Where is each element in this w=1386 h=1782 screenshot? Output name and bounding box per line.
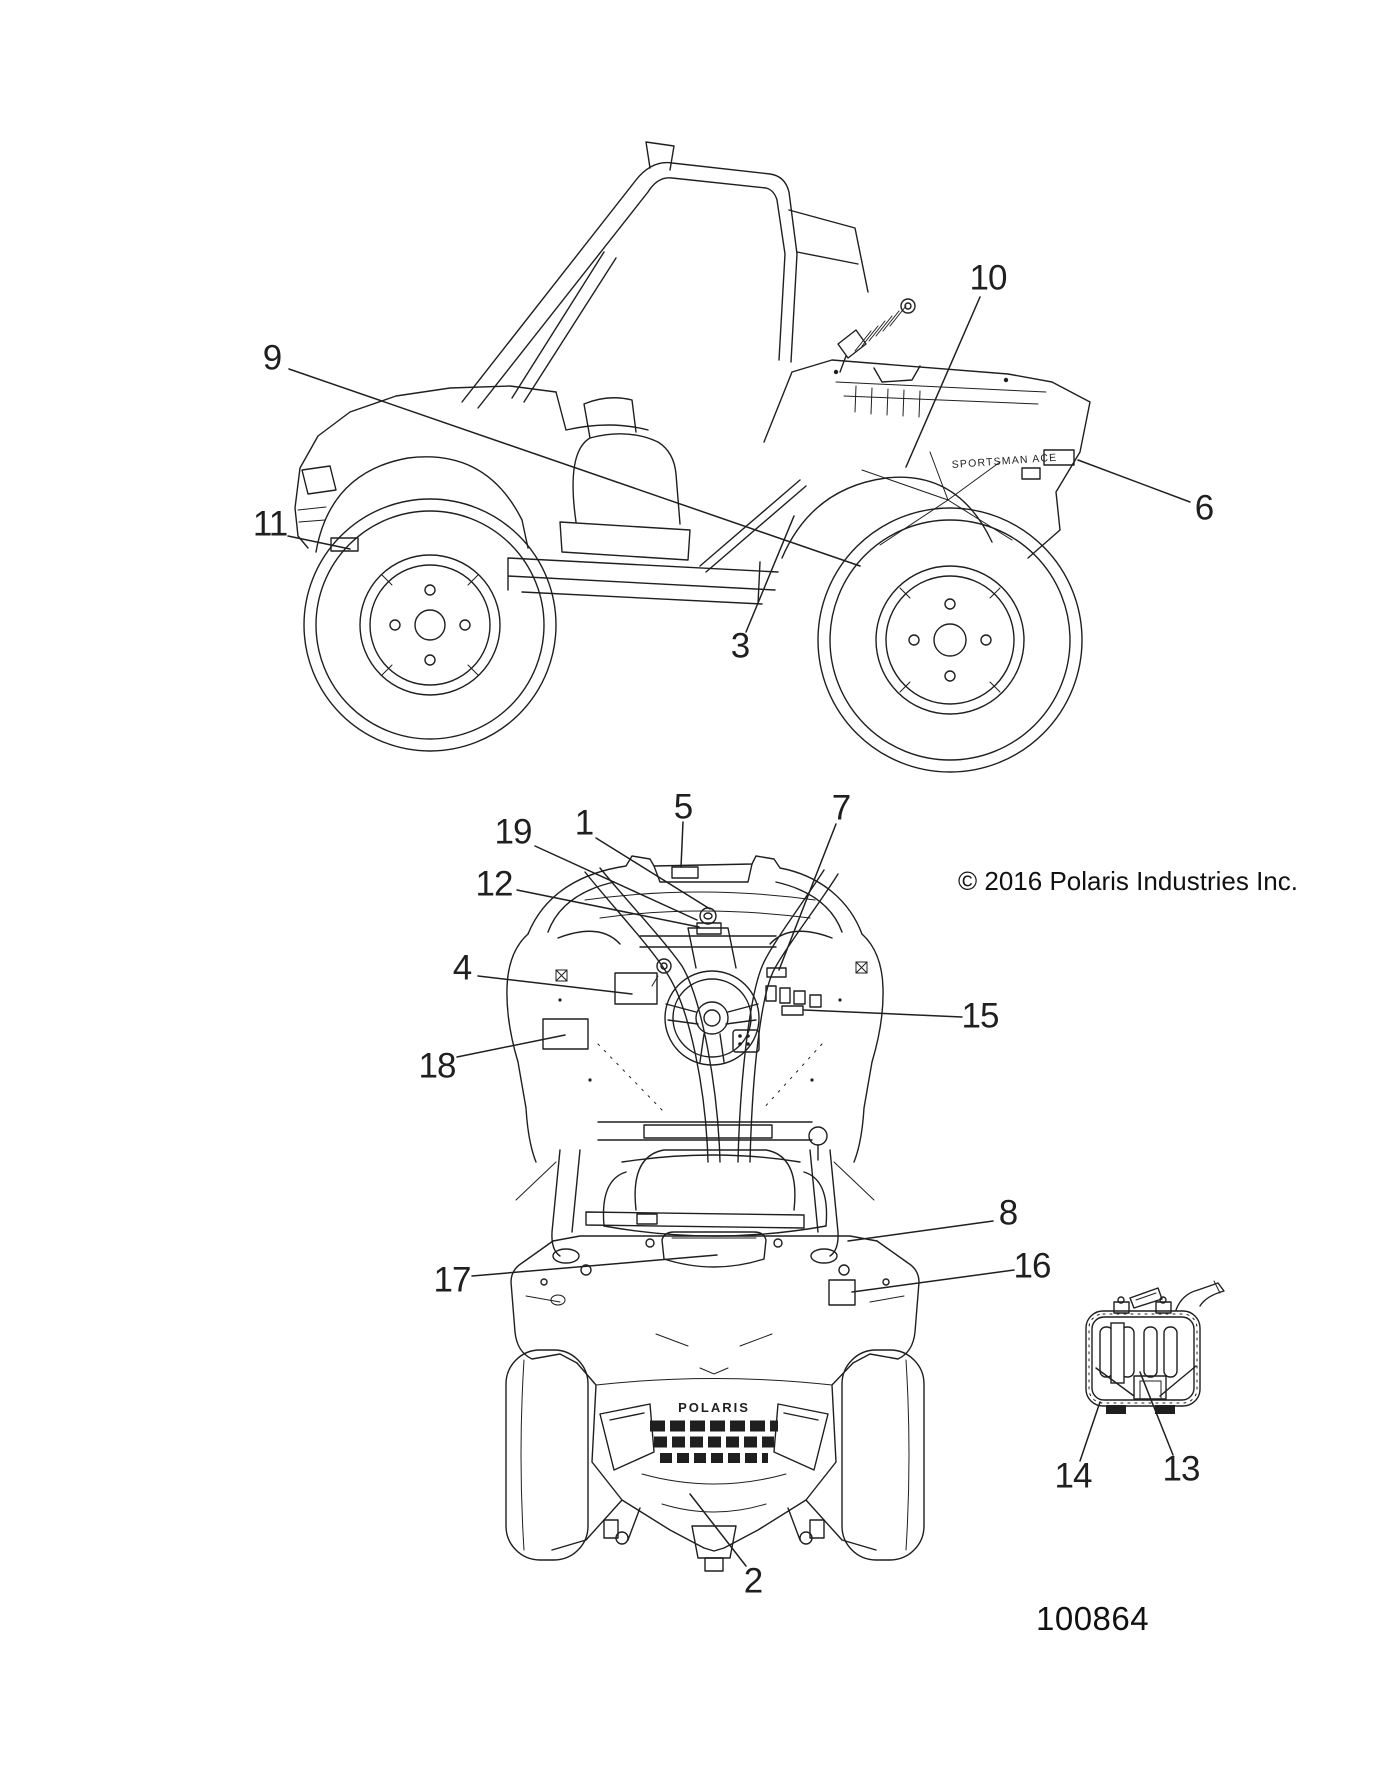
tank-body (1085, 1310, 1201, 1407)
callout-5: 5 (673, 787, 693, 827)
side-brand-decal-text: SPORTSMAN ACE (951, 452, 1057, 471)
callout-17: 17 (433, 1260, 472, 1300)
front-right-tire (841, 1349, 925, 1561)
callout-14: 14 (1054, 1456, 1093, 1496)
fuel-cap-target (699, 907, 717, 925)
callout-11: 11 (252, 504, 288, 544)
callout-6: 6 (1194, 488, 1214, 528)
tank-hose (1175, 1282, 1225, 1311)
decal-rect-16 (828, 1279, 856, 1306)
front-view: POLARIS (505, 1149, 925, 1572)
rear-shock (837, 298, 916, 373)
front-wheel (303, 498, 557, 752)
callout-15: 15 (961, 996, 1000, 1036)
decal-rect-18 (542, 1018, 589, 1050)
tank-vertical-bar (1110, 1322, 1125, 1384)
callout-18: 18 (418, 1046, 457, 1086)
callout-3: 3 (730, 626, 750, 666)
leader-lines (287, 296, 1191, 1567)
decal-rect-5 (671, 866, 699, 879)
decal-rect-7 (766, 967, 787, 978)
callout-19: 19 (494, 812, 533, 852)
front-skid-target (691, 1525, 737, 1559)
top-view (506, 855, 884, 1163)
side-view: SPORTSMAN ACE (294, 141, 1091, 773)
steering-wheel (664, 970, 760, 1066)
callout-2: 2 (743, 1561, 763, 1601)
callout-4: 4 (452, 948, 472, 988)
side-body (294, 359, 1091, 605)
callout-9: 9 (262, 338, 282, 378)
coolant-tank-detail (1085, 1280, 1225, 1414)
callout-12: 12 (475, 864, 514, 904)
warning-icon-right (855, 961, 868, 974)
decal-rect-bar (636, 1213, 658, 1225)
grille-brand-text: POLARIS (678, 1400, 750, 1415)
front-left-tire (505, 1349, 589, 1561)
callout-16: 16 (1013, 1246, 1052, 1286)
copyright-notice: © 2016 Polaris Industries Inc. (958, 866, 1298, 896)
grille-mesh (650, 1420, 778, 1463)
warning-icon-left (555, 969, 568, 982)
callout-7: 7 (831, 788, 851, 828)
callout-1: 1 (574, 803, 594, 843)
decal-rect-12 (696, 922, 722, 935)
callout-13: 13 (1162, 1449, 1201, 1489)
decal-rect-4 (614, 972, 658, 1005)
callout-8: 8 (998, 1193, 1018, 1233)
decal-rect-6 (1043, 449, 1075, 466)
roll-cage (461, 141, 869, 409)
callout-10: 10 (969, 258, 1008, 298)
drawing-number: 100864 (1036, 1600, 1150, 1637)
rear-wheel (817, 507, 1083, 773)
decal-rect-15 (781, 1005, 804, 1016)
